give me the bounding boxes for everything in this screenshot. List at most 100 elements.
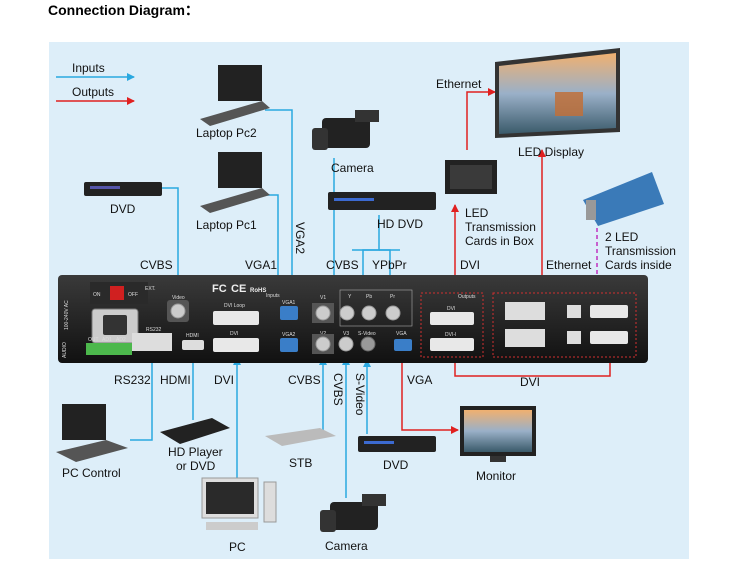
dvd-top-body bbox=[84, 182, 162, 196]
label-bottom-cvbs-vertical: CVBS bbox=[331, 373, 345, 406]
power-spec-label: 100-240V AC bbox=[64, 300, 70, 330]
label-bottom-hdmi: HDMI bbox=[160, 373, 191, 387]
camera-top-body bbox=[322, 118, 370, 148]
y-bnc bbox=[339, 305, 355, 321]
line-pccontrol-rs232 bbox=[130, 351, 156, 441]
camera-top: Camera bbox=[312, 110, 379, 175]
label-top-ethernet: Ethernet bbox=[546, 258, 592, 272]
hd-dvd-tray bbox=[334, 198, 374, 201]
audio-ad1-label: AD1 bbox=[102, 337, 112, 343]
audio-ad2-label: AD2 bbox=[116, 337, 126, 343]
card1-usb bbox=[567, 305, 581, 318]
laptop-pc1: Laptop Pc1 bbox=[196, 152, 270, 232]
laptop-pc1-screen bbox=[218, 152, 262, 188]
stb: STB bbox=[265, 428, 336, 470]
dvi-out-port-label: DVI bbox=[447, 306, 455, 312]
led-cards-label-3: Cards inside bbox=[605, 258, 672, 272]
led-cards-label-2: Transmission bbox=[605, 244, 676, 258]
pr-bnc bbox=[385, 305, 401, 321]
power-switch[interactable] bbox=[110, 286, 124, 300]
legend-outputs-label: Outputs bbox=[72, 85, 114, 99]
led-cards-label-1: 2 LED bbox=[605, 230, 639, 244]
v2-bnc bbox=[315, 336, 331, 352]
dvd-top-label: DVD bbox=[110, 202, 136, 216]
ext-label: EXT. bbox=[145, 286, 156, 292]
pc-tower bbox=[263, 481, 277, 523]
camera-bottom-body bbox=[330, 502, 378, 530]
led-display-inset bbox=[555, 92, 583, 116]
pc-keyboard bbox=[206, 522, 258, 530]
cards-group bbox=[492, 292, 637, 358]
label-bottom-svideo: S-Video bbox=[353, 373, 367, 416]
camera-bottom: Camera bbox=[320, 494, 386, 553]
vga1-port bbox=[280, 306, 298, 320]
dvi-input-port bbox=[213, 338, 259, 352]
audio-terminals bbox=[86, 343, 132, 355]
camera-top-handle bbox=[355, 110, 379, 122]
svideo-port bbox=[360, 336, 376, 352]
card2-ethernet bbox=[505, 329, 545, 347]
line-ledbox-display bbox=[466, 88, 496, 150]
power-off-label: OFF bbox=[128, 292, 138, 298]
monitor-stand bbox=[490, 456, 506, 462]
processor-body bbox=[58, 275, 648, 363]
rs232-port bbox=[132, 333, 172, 351]
power-on-label: ON bbox=[93, 292, 101, 298]
hdmi-port bbox=[182, 340, 204, 350]
label-top-cvbs2: CVBS bbox=[326, 258, 359, 272]
card1-ethernet bbox=[505, 302, 545, 320]
hd-player-label-2: or DVD bbox=[176, 459, 216, 473]
rohs-mark: RoHS bbox=[250, 288, 266, 294]
led-cards-pcb-bracket bbox=[586, 200, 596, 220]
laptop-pc2-label: Laptop Pc2 bbox=[196, 126, 257, 140]
laptop-pc1-label: Laptop Pc1 bbox=[196, 218, 257, 232]
camera-top-lens bbox=[312, 128, 328, 150]
dvd-bottom: DVD bbox=[358, 436, 436, 472]
vga2-port-label: VGA2 bbox=[282, 332, 296, 338]
ypbpr-group bbox=[339, 289, 413, 327]
laptop-pc1-base bbox=[200, 188, 270, 213]
v1-bnc bbox=[315, 305, 331, 321]
v1-label: V1 bbox=[320, 295, 326, 301]
video-label: Video bbox=[172, 295, 185, 301]
power-socket-inner bbox=[103, 315, 127, 335]
pc-label: PC bbox=[229, 540, 246, 554]
audio-out-label: OUT bbox=[88, 337, 99, 343]
laptop-pc2: Laptop Pc2 bbox=[196, 65, 270, 140]
hd-dvd: HD DVD bbox=[328, 192, 436, 231]
led-cards-box-label-2: Transmission bbox=[465, 220, 536, 234]
video-bnc bbox=[170, 303, 186, 319]
led-display-label: LED Display bbox=[518, 145, 584, 159]
laptop-pc2-base bbox=[200, 101, 270, 126]
line-laptop2-vga2 bbox=[265, 109, 296, 331]
led-display: LED Display bbox=[495, 48, 620, 159]
label-top-vga1: VGA1 bbox=[245, 258, 277, 272]
legend: Inputs Outputs bbox=[56, 61, 135, 105]
dvi-i-port bbox=[430, 338, 474, 351]
monitor-label: Monitor bbox=[476, 469, 516, 483]
card2-dvi bbox=[590, 331, 628, 344]
card2-usb bbox=[567, 331, 581, 344]
label-bottom-vga: VGA bbox=[407, 373, 432, 387]
camera-top-label: Camera bbox=[331, 161, 374, 175]
y-label: Y bbox=[348, 294, 352, 300]
label-bottom-rs232: RS232 bbox=[114, 373, 151, 387]
line-vga-monitor bbox=[401, 350, 459, 434]
label-top-ypbpr: YPbPr bbox=[372, 258, 407, 272]
rs232-port-label: RS232 bbox=[146, 327, 162, 333]
outputs-group-label: Outputs bbox=[458, 294, 476, 300]
monitor: Monitor bbox=[460, 406, 536, 483]
ce-mark: CE bbox=[231, 283, 246, 295]
label-bottom-cvbs: CVBS bbox=[288, 373, 321, 387]
label-top-dvi: DVI bbox=[460, 258, 480, 272]
dvi-out-port bbox=[430, 312, 474, 325]
page-title: Connection Diagram： bbox=[48, 2, 199, 18]
label-top-cvbs: CVBS bbox=[140, 258, 173, 272]
hdmi-port-label: HDMI bbox=[186, 333, 199, 339]
vga1-port-label: VGA1 bbox=[282, 300, 296, 306]
hd-player: HD Player or DVD bbox=[160, 418, 230, 473]
stb-body bbox=[265, 428, 336, 446]
pc-monitor-screen bbox=[206, 482, 254, 514]
camera-bottom-label: Camera bbox=[325, 539, 368, 553]
stb-label: STB bbox=[289, 456, 312, 470]
